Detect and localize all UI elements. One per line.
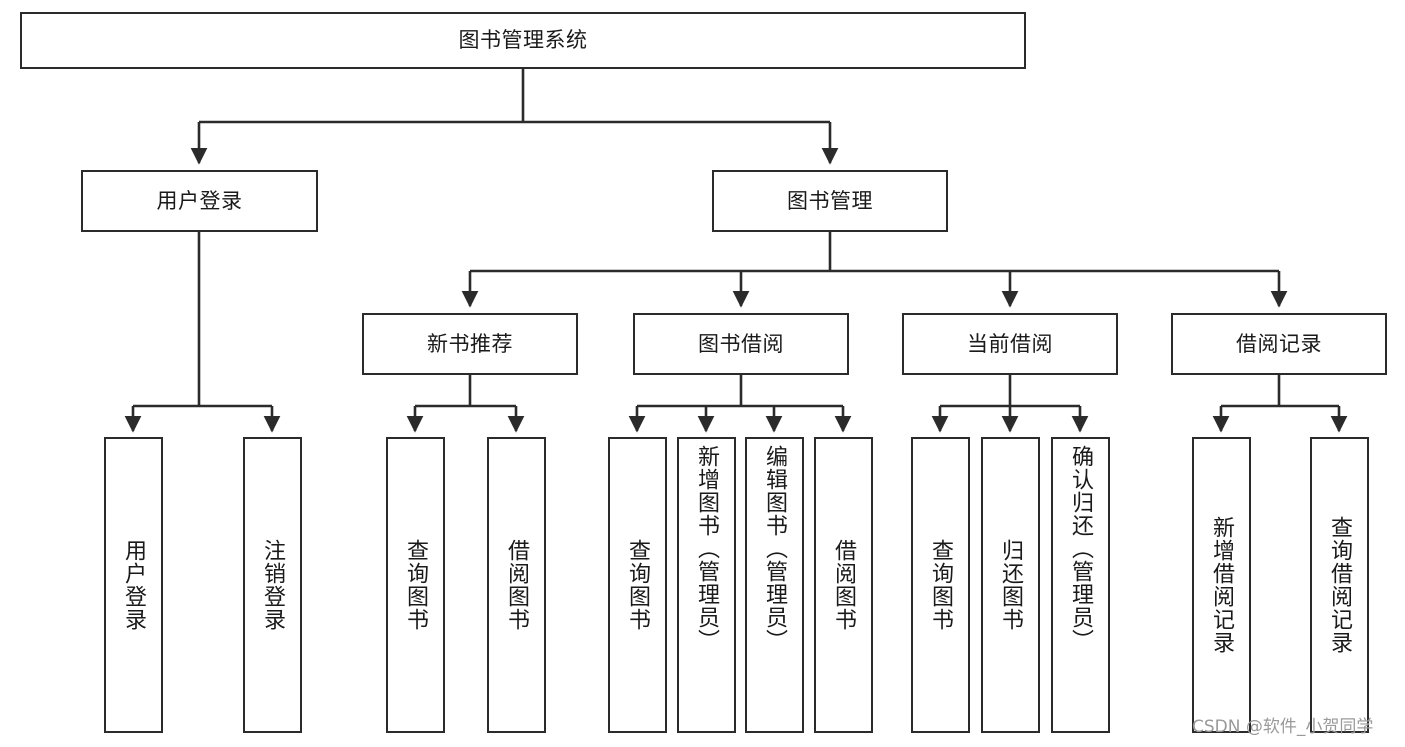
node-leaf-add-book-label: 新增图书（管理员）	[694, 445, 720, 652]
node-leaf-query-book-borrow[interactable]: 查询图书	[608, 437, 667, 733]
node-new-book-rec-label: 新书推荐	[427, 331, 513, 356]
node-leaf-add-record-label: 新增借阅记录	[1209, 516, 1235, 654]
node-leaf-query-book-cur[interactable]: 查询图书	[911, 437, 970, 733]
node-book-borrow-label: 图书借阅	[698, 331, 784, 356]
node-leaf-borrow-book-rec[interactable]: 借阅图书	[487, 437, 546, 733]
node-leaf-borrow-book[interactable]: 借阅图书	[814, 437, 873, 733]
node-leaf-add-book[interactable]: 新增图书（管理员）	[677, 437, 736, 733]
node-user-login-label: 用户登录	[156, 188, 243, 213]
node-leaf-query-book-rec-label: 查询图书	[403, 539, 429, 631]
node-leaf-edit-book[interactable]: 编辑图书（管理员）	[745, 437, 804, 733]
node-leaf-return-book-label: 归还图书	[998, 539, 1024, 631]
node-borrow-record-label: 借阅记录	[1236, 331, 1322, 356]
node-leaf-query-record-label: 查询借阅记录	[1327, 516, 1353, 654]
node-leaf-borrow-book-rec-label: 借阅图书	[504, 539, 530, 631]
node-borrow-record[interactable]: 借阅记录	[1171, 313, 1387, 375]
node-leaf-user-login[interactable]: 用户登录	[104, 437, 163, 733]
node-book-borrow[interactable]: 图书借阅	[633, 313, 849, 375]
node-leaf-query-book-rec[interactable]: 查询图书	[386, 437, 445, 733]
node-leaf-user-login-label: 用户登录	[121, 539, 147, 631]
node-leaf-confirm-return[interactable]: 确认归还（管理员）	[1051, 437, 1110, 733]
node-leaf-query-book-cur-label: 查询图书	[928, 539, 954, 631]
node-leaf-add-record[interactable]: 新增借阅记录	[1192, 437, 1251, 733]
node-user-login[interactable]: 用户登录	[81, 170, 318, 232]
node-leaf-borrow-book-label: 借阅图书	[831, 539, 857, 631]
node-root-label: 图书管理系统	[458, 28, 588, 53]
node-leaf-return-book[interactable]: 归还图书	[981, 437, 1040, 733]
node-book-manage[interactable]: 图书管理	[712, 170, 948, 232]
node-current-borrow-label: 当前借阅	[967, 331, 1053, 356]
node-current-borrow[interactable]: 当前借阅	[902, 313, 1118, 375]
node-leaf-edit-book-label: 编辑图书（管理员）	[762, 445, 788, 652]
node-book-manage-label: 图书管理	[787, 188, 873, 213]
node-leaf-query-book-borrow-label: 查询图书	[625, 539, 651, 631]
node-root[interactable]: 图书管理系统	[20, 12, 1026, 69]
node-leaf-confirm-return-label: 确认归还（管理员）	[1068, 445, 1094, 652]
node-leaf-query-record[interactable]: 查询借阅记录	[1310, 437, 1369, 733]
node-leaf-logout[interactable]: 注销登录	[243, 437, 302, 733]
node-leaf-logout-label: 注销登录	[260, 539, 286, 631]
node-new-book-rec[interactable]: 新书推荐	[362, 313, 578, 375]
